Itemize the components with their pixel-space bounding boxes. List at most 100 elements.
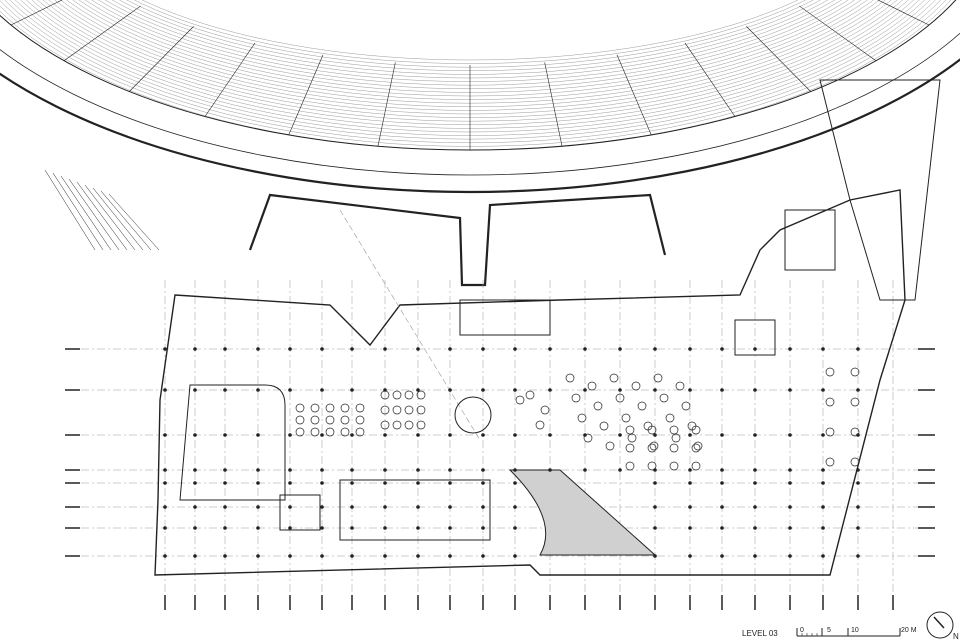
column bbox=[618, 433, 622, 437]
column bbox=[513, 347, 517, 351]
table bbox=[659, 393, 669, 403]
column bbox=[256, 347, 260, 351]
column bbox=[513, 554, 517, 558]
column bbox=[688, 481, 692, 485]
table bbox=[295, 415, 305, 425]
table bbox=[693, 441, 703, 451]
table bbox=[404, 390, 414, 400]
column bbox=[548, 388, 552, 392]
table bbox=[850, 397, 860, 407]
table bbox=[325, 427, 335, 437]
sightline bbox=[339, 209, 481, 441]
table bbox=[310, 415, 320, 425]
column bbox=[688, 554, 692, 558]
column bbox=[618, 347, 622, 351]
column bbox=[481, 505, 485, 509]
column bbox=[416, 433, 420, 437]
column bbox=[193, 468, 197, 472]
table bbox=[355, 403, 365, 413]
column bbox=[753, 481, 757, 485]
table bbox=[340, 415, 350, 425]
table bbox=[825, 367, 835, 377]
table bbox=[392, 405, 402, 415]
column bbox=[653, 554, 657, 558]
table bbox=[380, 420, 390, 430]
table bbox=[609, 373, 619, 383]
column bbox=[320, 554, 324, 558]
seating-row bbox=[36, 0, 904, 118]
column bbox=[288, 388, 292, 392]
column bbox=[788, 526, 792, 530]
seating-row bbox=[9, 0, 931, 136]
office-block bbox=[179, 384, 286, 501]
table bbox=[825, 427, 835, 437]
scale-tick-5: 5 bbox=[827, 627, 831, 634]
column bbox=[288, 433, 292, 437]
table bbox=[355, 427, 365, 437]
table bbox=[625, 443, 635, 453]
column bbox=[256, 388, 260, 392]
table bbox=[637, 401, 647, 411]
column bbox=[320, 347, 324, 351]
column bbox=[788, 554, 792, 558]
column bbox=[481, 388, 485, 392]
column bbox=[753, 526, 757, 530]
table bbox=[669, 443, 679, 453]
north-arrow-icon bbox=[926, 611, 954, 639]
column bbox=[163, 347, 167, 351]
column bbox=[448, 388, 452, 392]
column bbox=[448, 433, 452, 437]
table bbox=[605, 441, 615, 451]
column bbox=[320, 433, 324, 437]
column bbox=[350, 554, 354, 558]
table bbox=[647, 461, 657, 471]
column bbox=[856, 481, 860, 485]
column bbox=[720, 481, 724, 485]
column bbox=[350, 433, 354, 437]
seating-aisle bbox=[684, 42, 736, 117]
column bbox=[583, 468, 587, 472]
table bbox=[416, 420, 426, 430]
table bbox=[850, 427, 860, 437]
column bbox=[383, 468, 387, 472]
concourse-wall bbox=[0, 32, 960, 176]
table bbox=[627, 433, 637, 443]
column bbox=[223, 481, 227, 485]
north-label: N bbox=[953, 632, 959, 641]
column bbox=[223, 468, 227, 472]
column bbox=[753, 554, 757, 558]
east-wing bbox=[819, 79, 941, 301]
stair-core bbox=[784, 209, 836, 271]
column bbox=[821, 468, 825, 472]
column bbox=[481, 481, 485, 485]
column bbox=[256, 433, 260, 437]
column bbox=[448, 526, 452, 530]
column bbox=[383, 433, 387, 437]
scale-bar bbox=[796, 628, 901, 637]
stair-core-west bbox=[279, 494, 321, 531]
column bbox=[583, 433, 587, 437]
table bbox=[571, 393, 581, 403]
furniture-tables bbox=[295, 367, 860, 471]
table bbox=[540, 405, 550, 415]
table bbox=[665, 413, 675, 423]
level-label: LEVEL 03 bbox=[742, 629, 778, 638]
column bbox=[821, 347, 825, 351]
seating-aisle bbox=[616, 54, 652, 136]
table bbox=[325, 403, 335, 413]
column bbox=[618, 388, 622, 392]
seating-aisle bbox=[799, 5, 877, 61]
column bbox=[383, 481, 387, 485]
table bbox=[325, 415, 335, 425]
column bbox=[193, 505, 197, 509]
table bbox=[340, 427, 350, 437]
column bbox=[350, 505, 354, 509]
table bbox=[691, 425, 701, 435]
seating-aisle bbox=[877, 0, 930, 26]
stair-core-north bbox=[459, 299, 551, 336]
column bbox=[416, 505, 420, 509]
column bbox=[753, 347, 757, 351]
column bbox=[583, 347, 587, 351]
